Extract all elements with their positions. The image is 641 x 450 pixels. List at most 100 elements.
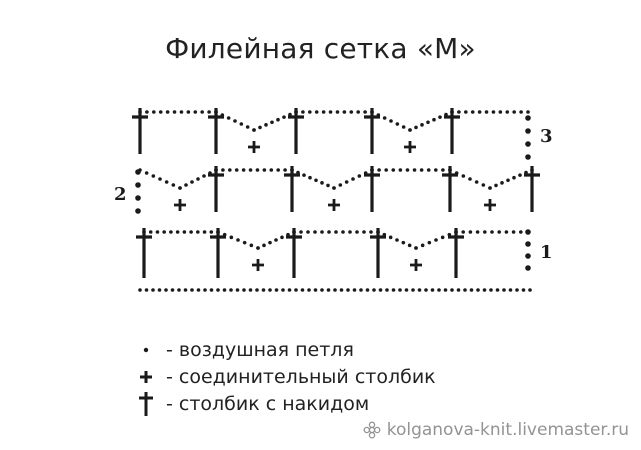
chain-dot xyxy=(468,230,473,234)
slip-stitch-symbol xyxy=(484,199,496,211)
chain-dot xyxy=(339,288,344,292)
row-label-3: 3 xyxy=(540,126,553,147)
chain-dot xyxy=(165,110,170,114)
chain-dot xyxy=(274,238,278,242)
chain-dot xyxy=(351,177,355,181)
chain-dot xyxy=(470,110,475,114)
chain-dot xyxy=(335,110,340,114)
chain-dot xyxy=(245,125,250,129)
chain-dot xyxy=(440,235,445,240)
chain-dot xyxy=(454,230,458,234)
crochet-chart: 1 2 3 xyxy=(114,108,553,292)
chain-dot xyxy=(461,230,466,234)
chain-dot xyxy=(490,230,494,234)
chain-dot xyxy=(262,243,266,248)
double-crochet-symbol xyxy=(370,228,386,278)
chain-dot xyxy=(491,110,496,114)
watermark-text: kolganova-knit.livemaster.ru xyxy=(386,420,629,440)
chain-dot xyxy=(426,120,430,125)
chain-dot xyxy=(308,110,312,114)
chain-dot xyxy=(434,168,438,172)
chain-dot xyxy=(228,168,232,172)
chain-dot xyxy=(294,288,298,292)
chain-dot xyxy=(411,288,415,292)
chain-dot xyxy=(164,288,168,292)
chain-dot xyxy=(443,288,448,292)
turning-chain-dot xyxy=(525,154,531,160)
chain-dot xyxy=(294,110,298,114)
chain-dot xyxy=(488,186,492,190)
chain-dot xyxy=(239,122,244,126)
chain-dot xyxy=(515,288,519,292)
chain-dot xyxy=(391,168,396,172)
chain-dot xyxy=(172,110,177,114)
chain-dot xyxy=(420,123,424,127)
chain-dot xyxy=(288,112,292,117)
chain-stitch-dot-icon xyxy=(130,345,162,355)
slip-stitch-plus-icon xyxy=(130,369,162,385)
chain-dot xyxy=(475,230,480,234)
chain-dot xyxy=(385,288,389,292)
watermark: kolganova-knit.livemaster.ru xyxy=(363,420,629,440)
chain-dot xyxy=(258,125,262,130)
chain-dot xyxy=(144,171,149,175)
chain-dot xyxy=(221,168,225,172)
chain-dot xyxy=(398,168,403,172)
chain-dot xyxy=(500,181,504,185)
chain-dot xyxy=(208,171,212,175)
row-label-2: 2 xyxy=(114,184,127,205)
chain-dot xyxy=(190,180,194,184)
chain-dot xyxy=(502,288,506,292)
chain-dot xyxy=(264,123,268,127)
chain-dot xyxy=(372,288,376,292)
chain-dot xyxy=(189,230,193,234)
chain-dot xyxy=(178,186,182,190)
chain-dot xyxy=(376,230,380,234)
chain-dot xyxy=(158,177,162,181)
chain-dot xyxy=(138,110,142,114)
chain-dot xyxy=(327,230,331,234)
chain-dot xyxy=(222,232,227,237)
chain-dot xyxy=(203,288,207,292)
chain-dot xyxy=(158,110,163,114)
chain-dot xyxy=(155,230,160,234)
chain-dot xyxy=(530,168,534,172)
chain-dot xyxy=(222,288,227,292)
chain-dot xyxy=(214,110,218,114)
chain-dot xyxy=(171,183,176,187)
chain-dot xyxy=(190,288,194,292)
double-crochet-symbol xyxy=(444,108,460,154)
chain-dot xyxy=(521,288,526,292)
chain-dot xyxy=(276,168,280,172)
chain-dot xyxy=(448,168,452,172)
chain-dot xyxy=(270,120,274,125)
chain-dot xyxy=(404,288,409,292)
chain-dot xyxy=(328,110,333,114)
chain-dot xyxy=(420,243,425,248)
chain-dot xyxy=(382,232,387,237)
chain-dot xyxy=(175,230,180,234)
chain-dot xyxy=(391,288,396,292)
turning-chain-dot xyxy=(525,128,531,134)
chain-dot xyxy=(344,180,349,184)
chain-dot xyxy=(252,128,256,132)
chain-dot xyxy=(395,122,400,126)
chain-dot xyxy=(314,178,318,183)
chain-dot xyxy=(138,288,142,292)
chain-dot xyxy=(426,168,431,172)
chain-dot xyxy=(357,174,362,178)
chain-dot xyxy=(477,110,482,114)
double-crochet-symbol xyxy=(286,228,302,278)
chain-dot xyxy=(407,243,412,248)
chain-dot xyxy=(182,230,187,234)
chain-dot xyxy=(170,288,175,292)
chain-dot xyxy=(274,288,279,292)
chain-dot xyxy=(346,288,350,292)
double-crochet-symbol xyxy=(524,166,540,212)
chain-dot xyxy=(482,288,487,292)
legend-item-chain: - воздушная петля xyxy=(130,336,436,363)
chain-dot xyxy=(481,183,486,187)
turning-chain-dot xyxy=(525,265,531,271)
legend-item-slip-stitch: - соединительный столбик xyxy=(130,363,436,390)
legend-label: - соединительный столбик xyxy=(166,365,436,388)
